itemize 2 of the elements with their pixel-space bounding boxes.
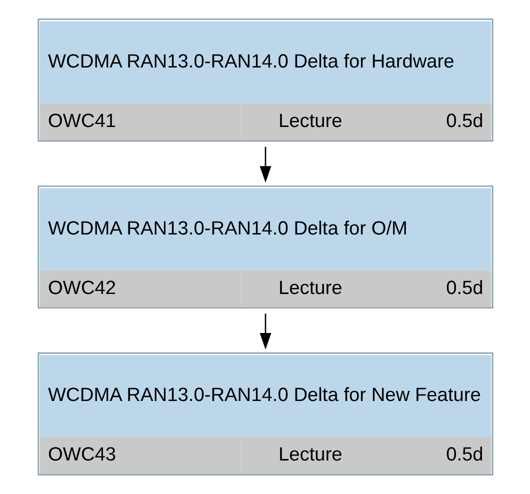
arrow [259, 146, 271, 183]
arrow [259, 314, 271, 350]
